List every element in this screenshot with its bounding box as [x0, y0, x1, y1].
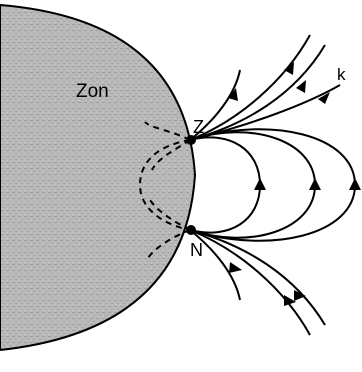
arrow-z-line-3 [296, 80, 306, 93]
dashed-loop-main [138, 139, 191, 231]
arrow-loop-middle [309, 178, 321, 190]
sun-label: Zon [76, 81, 109, 102]
z-pole-dot [186, 135, 196, 145]
dashed-upper-down [151, 139, 191, 171]
arrow-n-line-1 [229, 262, 242, 273]
arrow-z-line-1 [228, 88, 238, 101]
dashed-upper-left [144, 121, 191, 141]
z-line-1 [189, 69, 241, 141]
closed-field-loops [189, 128, 357, 242]
arrow-n-line-3 [294, 290, 306, 301]
arrow-z-line-2 [284, 62, 294, 75]
arrowheads [228, 62, 361, 306]
n-line-1 [189, 229, 241, 301]
k-line-label: k [337, 65, 346, 84]
loop-outer [189, 128, 357, 242]
n-pole-dot [186, 225, 196, 235]
dashed-lower-up [149, 199, 191, 231]
arrow-z-line-k [318, 92, 330, 104]
n-pole-label: N [190, 240, 203, 260]
z-line-k [189, 84, 341, 141]
dashed-lower-left [147, 229, 191, 259]
internal-field-lines [138, 121, 191, 259]
sun-disk [0, 3, 197, 352]
arrow-loop-outer [349, 178, 361, 190]
loop-inner [189, 136, 262, 234]
open-field-lines-n [189, 229, 326, 336]
n-line-3 [189, 229, 326, 326]
loop-middle [189, 131, 317, 239]
arrow-n-line-2 [284, 295, 296, 306]
arrow-loop-inner [254, 178, 266, 190]
open-field-lines-z [189, 34, 341, 141]
n-line-2 [189, 229, 311, 336]
z-pole-label: Z [193, 117, 204, 137]
z-line-2 [189, 34, 311, 141]
